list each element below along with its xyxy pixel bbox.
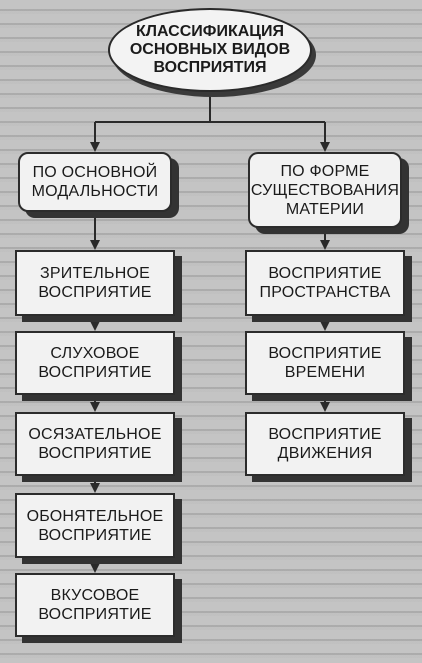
right-header-node: ПО ФОРМЕ СУЩЕСТВОВАНИЯ МАТЕРИИ — [248, 152, 402, 228]
left-item-node: ВКУСОВОЕ ВОСПРИЯТИЕ — [15, 573, 175, 637]
left-header-node: ПО ОСНОВНОЙ МОДАЛЬНОСТИ — [18, 152, 172, 212]
right-item-node: ВОСПРИЯТИЕ ПРОСТРАНСТВА — [245, 250, 405, 316]
left-item-node: ОСЯЗАТЕЛЬНОЕ ВОСПРИЯТИЕ — [15, 412, 175, 476]
root-node: КЛАССИФИКАЦИЯ ОСНОВНЫХ ВИДОВ ВОСПРИЯТИЯ — [108, 8, 312, 92]
right-item-node: ВОСПРИЯТИЕ ДВИЖЕНИЯ — [245, 412, 405, 476]
right-item-node: ВОСПРИЯТИЕ ВРЕМЕНИ — [245, 331, 405, 395]
left-item-node: ЗРИТЕЛЬНОЕ ВОСПРИЯТИЕ — [15, 250, 175, 316]
left-item-node: СЛУХОВОЕ ВОСПРИЯТИЕ — [15, 331, 175, 395]
left-item-node: ОБОНЯТЕЛЬНОЕ ВОСПРИЯТИЕ — [15, 493, 175, 558]
